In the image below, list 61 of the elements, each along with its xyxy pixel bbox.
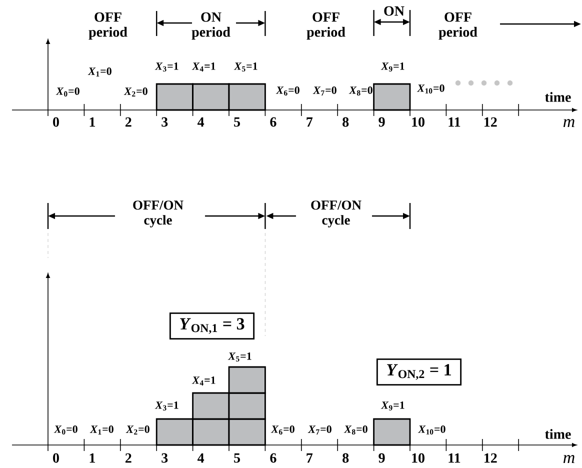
tick-label: 6	[270, 117, 276, 127]
period-label: ON period	[192, 12, 230, 40]
state-label: X$_{6}$=0	[276, 86, 300, 96]
state-label: X$_{5}$=1	[234, 62, 258, 72]
tick-label: 9	[378, 117, 385, 127]
period-label: OFF period	[306, 12, 346, 40]
state-label: X$_{0}$=0	[54, 425, 78, 434]
state-label: X$_{7}$=0	[312, 86, 336, 96]
axis-label: m	[563, 454, 574, 463]
tick-label: 5	[234, 117, 240, 127]
state-label: X$_{2}$=0	[126, 426, 150, 434]
state-label: X$_{7}$=0	[308, 426, 332, 434]
state-label: X$_{9}$=1	[380, 62, 404, 72]
period-label: OFF period	[438, 12, 478, 40]
state-label: X$_{10}$=0	[416, 84, 444, 94]
state-label: X$_{4}$=1	[192, 376, 216, 386]
tick-label: 4	[198, 117, 204, 127]
tick-label: 11	[448, 453, 460, 463]
state-label: X$_{9}$=1	[380, 402, 404, 410]
tick-label: 7	[306, 453, 313, 463]
tick-label: 2	[125, 453, 132, 463]
tick-label: 3	[162, 453, 168, 463]
axis-label: time	[545, 429, 571, 439]
state-label: X$_{1}$=0	[90, 426, 114, 434]
period-label: ON	[384, 6, 404, 16]
state-label: X$_{8}$=0	[348, 86, 372, 96]
state-label: X$_{3}$=1	[154, 402, 178, 410]
tick-label: 7	[306, 117, 313, 127]
period-label: OFF period	[88, 12, 128, 40]
tick-label: 8	[342, 453, 349, 463]
tick-label: 1	[90, 453, 95, 463]
state-label: X$_{8}$=0	[344, 425, 368, 434]
tick-label: 2	[125, 117, 132, 127]
tick-label: 12	[484, 453, 497, 463]
tick-label: 11	[448, 117, 460, 127]
tick-label: 10	[412, 453, 424, 463]
tick-label: 0	[53, 117, 59, 127]
tick-label: 12	[484, 117, 497, 127]
state-label: X$_{2}$=0	[124, 88, 148, 96]
state-label: X$_{5}$=1	[228, 352, 252, 362]
tick-label: 3	[162, 117, 168, 127]
state-label: X$_{4}$=1	[192, 62, 216, 72]
tick-label: 5	[234, 453, 240, 463]
state-label: X$_{6}$=0	[270, 425, 294, 434]
tick-label: 8	[342, 117, 349, 127]
axis-label: time	[545, 92, 571, 102]
axis-label: m	[563, 118, 574, 127]
state-label: X$_{1}$=0	[88, 68, 112, 76]
tick-label: 10	[412, 117, 424, 127]
tick-label: 6	[270, 453, 276, 463]
tick-label: 1	[90, 117, 95, 127]
tick-label: 4	[198, 453, 204, 463]
cycle-label: OFF/ON cycle	[133, 200, 184, 228]
value-box: Y$_{ON,1}$ = 3	[169, 312, 255, 340]
tick-label: 9	[378, 453, 385, 463]
tick-label: 0	[53, 453, 59, 463]
state-label: X$_{3}$=1	[154, 62, 178, 72]
state-label: X$_{0}$=0	[56, 87, 80, 97]
value-box: Y$_{ON,2}$ = 1	[376, 358, 462, 386]
cycle-label: OFF/ON cycle	[311, 200, 362, 228]
state-label: X$_{10}$=0	[418, 425, 446, 434]
